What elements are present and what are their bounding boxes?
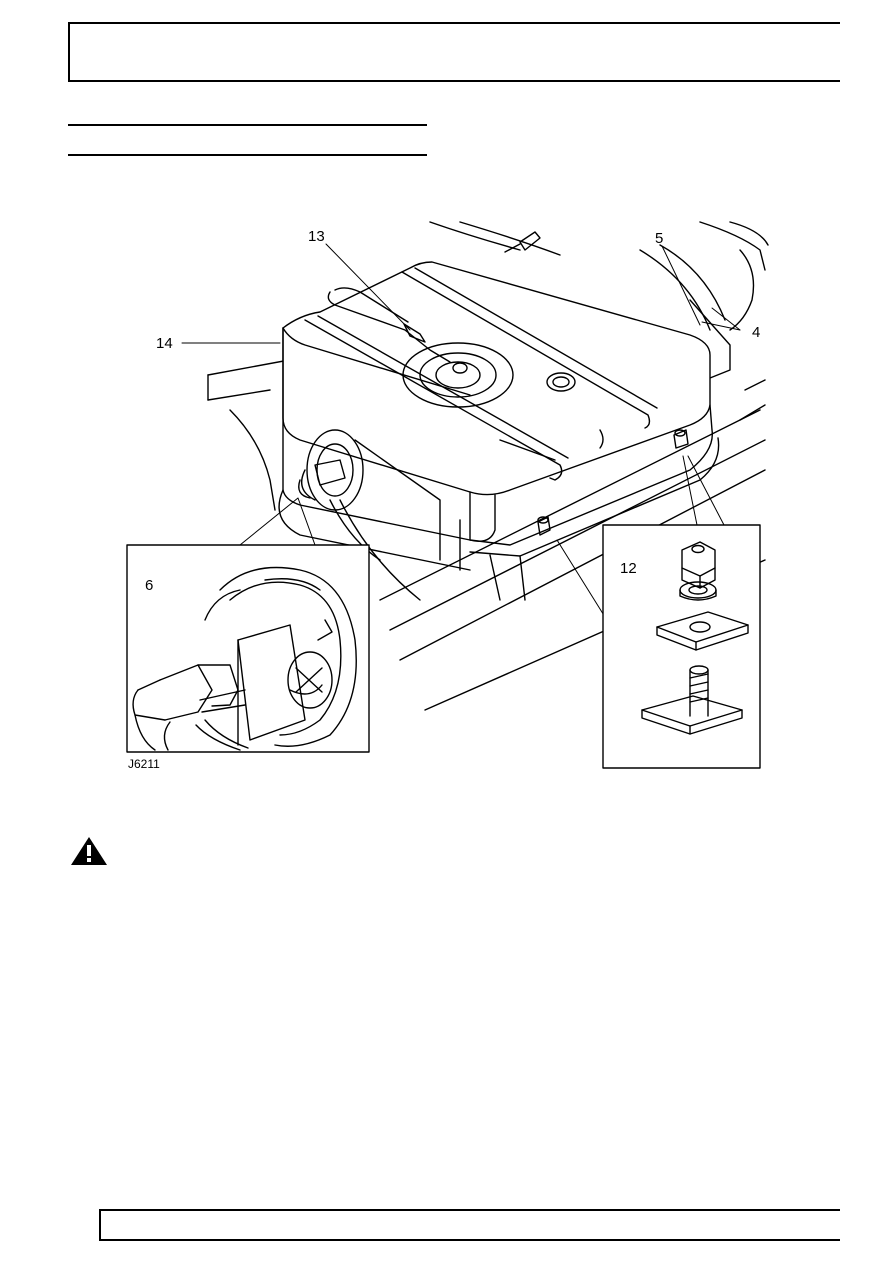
callout-6: 6 [145, 577, 153, 594]
callout-5: 5 [655, 230, 663, 247]
callout-14: 14 [156, 335, 173, 352]
inset-sender-connector [126, 544, 370, 753]
inset-mounting-hardware [602, 524, 761, 769]
fuel-tank [278, 261, 720, 601]
footer-box [99, 1209, 840, 1241]
filler-area [429, 221, 769, 381]
callout-12: 12 [620, 560, 637, 577]
figure-reference: J6211 [128, 757, 160, 771]
header-box [68, 22, 840, 82]
header-rule-top [68, 124, 427, 126]
header-rule-bottom [68, 154, 427, 156]
callout-13: 13 [308, 228, 325, 245]
warning-triangle-icon [71, 837, 107, 865]
chassis-frame [207, 357, 766, 711]
callout-4: 4 [752, 324, 760, 341]
